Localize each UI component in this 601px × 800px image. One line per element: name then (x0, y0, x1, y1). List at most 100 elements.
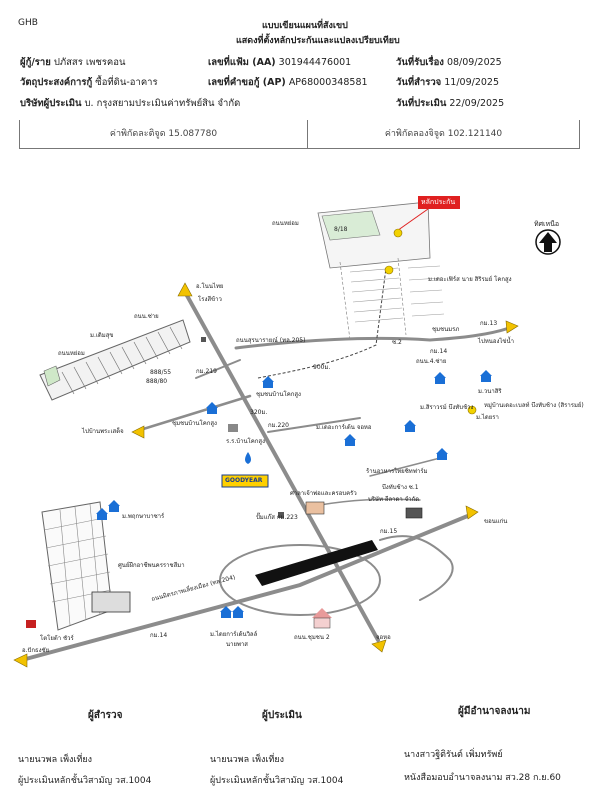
coordinates-bar: ค่าพิกัดละติจูด 15.087780 ค่าพิกัดลองจิจ… (19, 120, 580, 149)
label-km15: กม.15 (380, 528, 398, 535)
surveyor-role: ผู้สำรวจ (88, 710, 123, 721)
borrower-label: ผู้กู้/ราย (20, 57, 51, 68)
label-village-siri: ม.สิราวรม์ บึงทับช้าง (420, 404, 474, 411)
signer-title: หนังสือมอบอำนาจลงนาม สว.28 ก.ย.60 (404, 773, 561, 783)
company-value: บ. กรุงสยามประเมินค่าทรัพย์สิน จำกัด (84, 98, 241, 109)
toyota-logo (26, 620, 36, 628)
label-pai-nong: ไปหนองไข่น้ำ (478, 338, 515, 345)
location-map (13, 196, 561, 668)
house-icons (96, 370, 492, 618)
label-kao-tha: ชุมชนบ้านโคกสูง (256, 391, 301, 398)
request-no-row: เลขที่คำขอกู้ (AP) AP68000348581 (208, 75, 368, 90)
label-buengthap: บึงทับช้าง ซ.1 (382, 484, 419, 491)
label-highway-lumpra: ถนน.ชุมชน 2 (294, 634, 330, 641)
label-collateral: หลักประกัน (421, 198, 456, 206)
request-no-value: AP68000348581 (288, 77, 368, 88)
appraiser-name: นายนวพล เพ็งเที่ยง (210, 755, 285, 765)
label-village-hope: ม.ไดยการ์เด้นวิลล์ (210, 631, 258, 638)
label-khonkaen: ขอนแก่น (484, 518, 508, 525)
appraisal-row: วันที่ประเมิน 22/09/2025 (396, 96, 504, 111)
appraisal-value: 22/09/2025 (449, 98, 505, 109)
surveyor-block: ผู้สำรวจ (60, 708, 122, 735)
label-km220: กม.220 (268, 422, 289, 429)
surveyor-title: ผู้ประเมินหลักชั้นวิสามัญ วส.1004 (18, 776, 152, 786)
arrow-nonthai (177, 282, 193, 297)
doc-subtitle: แสดงที่ตั้งหลักประกันและแปลงเปรียบเทียบ (236, 36, 400, 46)
subdivision-collateral (317, 201, 445, 341)
direction-arrows (13, 282, 519, 668)
received-label: วันที่รับเรื่อง (396, 57, 444, 68)
received-row: วันที่รับเรื่อง 08/09/2025 (396, 55, 502, 70)
collateral-marker (384, 196, 477, 415)
label-chonmatha: ชุมชนมรภ (432, 326, 460, 333)
label-chonho: จอหอ (376, 634, 391, 641)
label-mu-banpiyawat: ม.พฤกษาบาซาร์ (122, 513, 165, 520)
house-icon (108, 500, 120, 512)
house-icon (262, 376, 274, 388)
survey-row: วันที่สำรวจ 11/09/2025 (396, 75, 499, 90)
house-icon (206, 402, 218, 414)
label-company: บริษัท อีลาดา จำกัด (368, 496, 420, 503)
label-phothong: ไปบ้านพระเสด็จ (82, 428, 124, 435)
arrow-phothong (131, 425, 145, 439)
appraiser-role: ผู้ประเมิน (262, 710, 302, 721)
latitude-value: ค่าพิกัดละติจูด 15.087780 (109, 129, 218, 139)
north-arrow-icon (535, 229, 561, 255)
label-sala: ศาลาเจ้าพ่อและครอบครัว (290, 490, 357, 497)
label-village-nakhon: ม.วนาสิริ (478, 388, 502, 395)
training-center-building (91, 591, 131, 613)
label-km223: ปั๊มแก๊ส กม.223 (256, 514, 298, 521)
label-collateral-plot: 8/18 (334, 226, 348, 233)
house-icon (434, 372, 446, 384)
purpose-value: ซื้อที่ดิน-อาคาร (95, 77, 158, 88)
label-b888b: 888/80 (146, 378, 168, 385)
label-naphat: นายพาส (226, 641, 248, 648)
borrower-row: ผู้กู้/ราย ปภัสสร เพชรคอน (20, 55, 125, 70)
label-road-205: ถนนสุรนารายณ์ (ทล.205) (236, 337, 306, 344)
label-dist-900: 900ม. (313, 364, 331, 371)
arrow-khonkaen (465, 505, 479, 520)
company-row: บริษัทผู้ประเมิน บ. กรุงสยามประเมินค่าทร… (20, 96, 240, 111)
label-pak-thongchai: อ.ปักธงชัย (22, 647, 50, 654)
label-dist-320: 320ม. (250, 409, 268, 416)
label-village-tong: ม.เดอะเฟิร์ส นาย สิริรมย์ โคกสูง (428, 276, 512, 283)
house-icon (96, 508, 108, 520)
label-north: ทิศเหนือ (534, 220, 560, 228)
label-toyota: โตโยต้า ชัวร์ (40, 635, 74, 642)
house-icon (344, 434, 356, 446)
label-village-flora: ม.ไดยรา (476, 414, 499, 421)
label-b888: 888/55 (150, 369, 172, 376)
roads (20, 290, 514, 662)
label-goodyear: GOODYEAR (225, 477, 263, 484)
label-rice-mill: โรงสีข้าว (198, 296, 222, 303)
building-icons (26, 452, 423, 629)
label-km14b: กม.14 (150, 632, 168, 639)
label-row-hom: ถนนหย่อม (272, 220, 299, 227)
school-icon (228, 424, 238, 432)
water-drop-icon (245, 452, 251, 464)
file-no-row: เลขที่แฟ้ม (AA) 301944476001 (208, 55, 351, 70)
label-school: ร.ร.บ้านโคกสูง (226, 438, 265, 445)
surveyor-name: นายนวพล เพ็งเที่ยง (18, 755, 93, 765)
file-no-value: 301944476001 (278, 57, 352, 68)
appraiser-title: ผู้ประเมินหลักชั้นวิสามัญ วส.1004 (210, 776, 344, 786)
label-village-kon: ม.เดอะการ์เด้น จอหอ (316, 424, 372, 431)
gas-pump-icon (278, 512, 284, 518)
label-km14a: กม.14 (430, 348, 448, 355)
coordinates-divider (307, 120, 308, 148)
purpose-row: วัตถุประสงค์การกู้ ซื้อที่ดิน-อาคาร (20, 75, 158, 90)
subdivision-top-left (39, 319, 191, 401)
label-km13: กม.13 (480, 320, 498, 327)
house-icon (232, 606, 244, 618)
arrow-east (505, 320, 519, 334)
signer-role: ผู้มีอำนาจลงนาม (458, 706, 531, 717)
appraisal-label: วันที่ประเมิน (396, 98, 447, 109)
goodyear-logo (221, 474, 269, 488)
doc-title: แบบเขียนแผนที่สังเขป (262, 21, 348, 31)
rice-mill-icon (201, 337, 206, 342)
label-sub-road: ถนนหย่อม (58, 350, 85, 357)
signer-block: ผู้มีอำนาจลงนาม (458, 704, 530, 731)
company-label: บริษัทผู้ประเมิน (20, 98, 82, 109)
borrower-value: ปภัสสร เพชรคอน (53, 57, 126, 68)
label-km219: กม.219 (196, 368, 217, 375)
